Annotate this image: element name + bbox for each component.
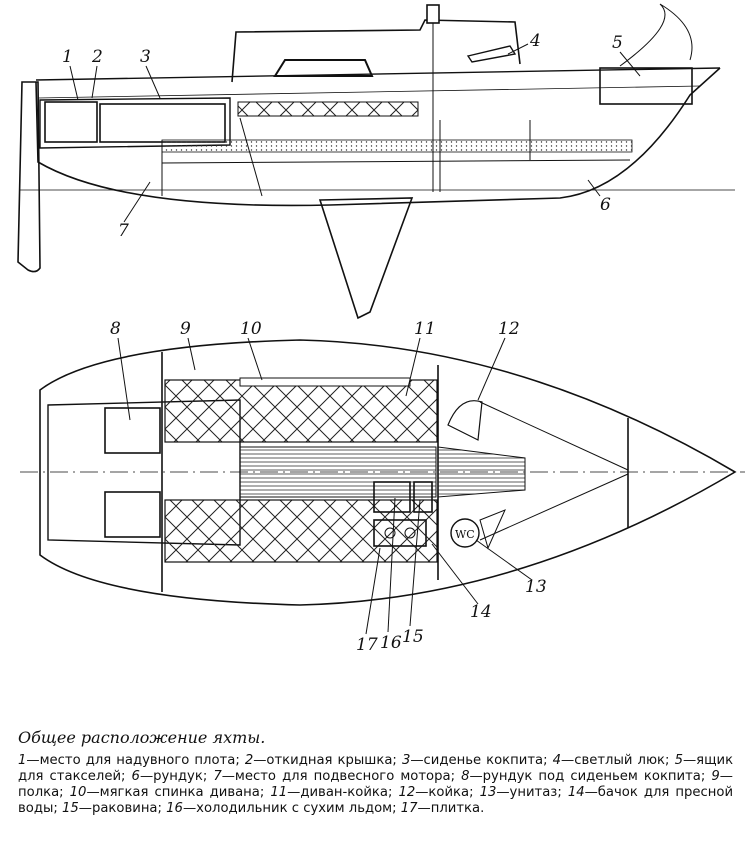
callout-9: 9	[180, 319, 191, 339]
legend-text: рундук под сиденьем кокпита	[482, 769, 701, 784]
legend-text: светлый люк	[574, 753, 666, 768]
legend-text: место для подвесного мотора	[234, 769, 451, 784]
toilet	[450, 518, 480, 548]
wc-label: WC	[455, 528, 475, 541]
callout-16: 16	[380, 633, 402, 653]
callout-2: 2	[91, 47, 103, 67]
callout-10: 10	[240, 319, 262, 339]
legend-text: мягкая спинка дивана	[99, 785, 260, 800]
legend-text: ящик для стакселей	[18, 753, 734, 784]
legend-text: диван-койка	[300, 785, 388, 800]
callout-5: 5	[612, 33, 623, 53]
cabin-top	[231, 19, 521, 83]
callout-3: 3	[140, 47, 151, 67]
callout-11: 11	[414, 319, 436, 339]
legend-num: 17	[400, 801, 418, 816]
callout-13: 13	[525, 577, 547, 597]
legend-num: 12	[398, 785, 416, 800]
legend-num: 5	[674, 753, 683, 768]
legend-num: 14	[567, 785, 585, 800]
callout-12: 12	[498, 319, 520, 339]
legend-num: 2	[244, 753, 254, 768]
sail-locker	[599, 67, 693, 105]
hull-side	[35, 67, 721, 207]
rudder	[17, 81, 41, 273]
legend-num: 3	[401, 753, 411, 768]
legend-text: рундук	[153, 769, 203, 784]
settee-stbd	[164, 499, 438, 563]
callout-6: 6	[600, 195, 611, 215]
cabin-sole	[239, 446, 437, 498]
legend-num: 7	[213, 769, 222, 784]
callout-17: 17	[356, 635, 378, 655]
legend-text: откидная крышка	[266, 753, 393, 768]
legend-num: 13	[479, 785, 497, 800]
mast	[426, 4, 440, 24]
callout-15: 15	[402, 627, 424, 647]
legend-text: койка	[428, 785, 470, 800]
legend: 1—место для надувного плота; 2—откидная …	[18, 753, 734, 816]
settee-port	[164, 379, 438, 443]
window	[273, 59, 374, 77]
callout-8: 8	[110, 319, 121, 339]
legend-num: 1	[18, 753, 27, 768]
legend-num: 11	[270, 785, 288, 800]
legend-text: унитаз	[509, 785, 558, 800]
sink	[413, 481, 433, 513]
figure-title: Общее расположение яхты.	[18, 728, 266, 747]
legend-num: 15	[62, 801, 79, 816]
legend-num: 16	[166, 801, 183, 816]
hatch	[466, 45, 517, 63]
legend-text: плитка	[430, 801, 481, 816]
callout-1: 1	[62, 47, 73, 67]
keel	[318, 197, 414, 320]
legend-num: 9	[711, 769, 720, 784]
legend-num: 4	[552, 753, 562, 768]
yacht-layout-drawing: 1 2 3 4 5 6 7	[17, 3, 745, 655]
legend-num: 6	[131, 769, 140, 784]
plan-view	[20, 339, 745, 606]
legend-text: полка	[18, 785, 60, 800]
legend-num: 10	[69, 785, 87, 800]
callout-14: 14	[470, 602, 492, 622]
stove	[373, 481, 411, 513]
legend-text: место для надувного плота	[39, 753, 236, 768]
legend-text: раковина	[91, 801, 158, 816]
side-profile-view	[17, 3, 735, 320]
legend-text: бачок для пресной воды	[18, 785, 734, 816]
callout-4: 4	[529, 31, 541, 51]
legend-num: 8	[461, 769, 470, 784]
legend-text: сиденье кокпита	[423, 753, 544, 768]
figure-caption: Общее расположение яхты. 1—место для над…	[18, 728, 733, 817]
legend-text: холодильник с сухим льдом	[196, 801, 393, 816]
callout-7: 7	[118, 221, 129, 241]
